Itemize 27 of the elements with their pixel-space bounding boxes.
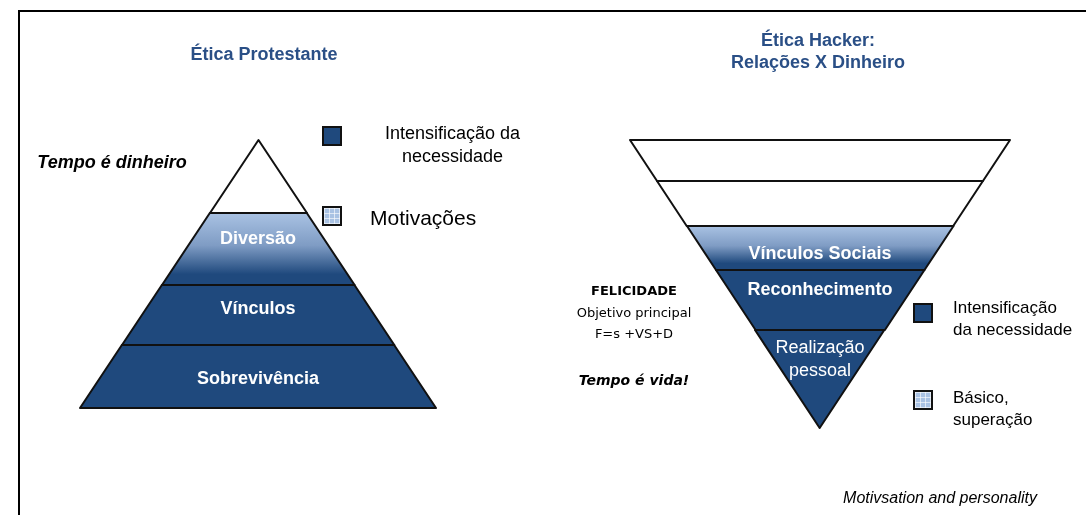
funnel-layer xyxy=(715,270,925,330)
section-title: Ética Hacker: Relações X Dinheiro xyxy=(729,30,907,74)
heading-text: FELICIDADE xyxy=(590,283,678,299)
section-title: Ética Protestante xyxy=(189,44,339,66)
pyramid-layer xyxy=(121,285,395,345)
funnel-band xyxy=(630,140,1010,181)
note-text: Objetivo principal xyxy=(575,305,693,321)
layer-label: Vínculos Sociais xyxy=(748,242,892,265)
legend-label: Intensificação da necessidade xyxy=(383,122,522,169)
layer-label: Vínculos xyxy=(220,297,296,320)
pyramid-tip xyxy=(209,140,307,213)
caption-text: Motivsation and personality xyxy=(842,488,1039,508)
layer-label: Sobrevivência xyxy=(196,367,320,390)
motto-text: Tempo é vida! xyxy=(577,372,691,389)
funnel-layer xyxy=(686,226,954,270)
legend-label: Básico, superação xyxy=(953,387,1034,432)
pyramid-layer xyxy=(161,213,355,285)
funnel-band xyxy=(657,181,983,226)
formula-text: F=s +VS+D xyxy=(593,326,675,342)
motto-text: Tempo é dinheiro xyxy=(36,152,188,174)
legend-label: Intensificação da necessidade xyxy=(953,297,1074,342)
legend-label: Motivações xyxy=(370,205,478,231)
layer-label: Realização pessoal xyxy=(774,336,866,381)
layer-label: Reconhecimento xyxy=(747,278,893,301)
layer-label: Diversão xyxy=(219,227,296,250)
pyramid-layer xyxy=(80,345,436,408)
funnel-layer xyxy=(755,330,885,428)
